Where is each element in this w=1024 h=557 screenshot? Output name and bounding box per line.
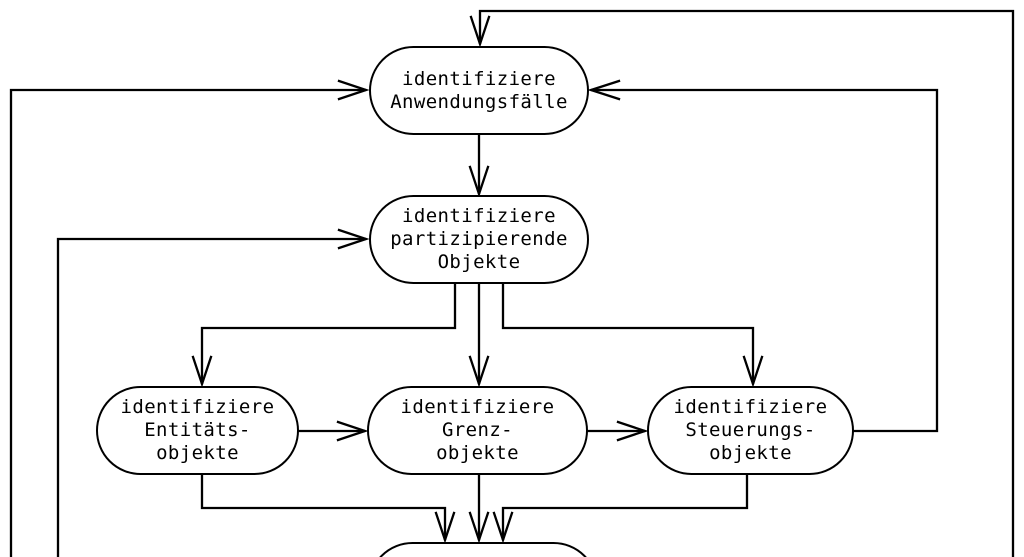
node-identifiziere-anwendungsfaelle: identifiziere Anwendungsfälle xyxy=(369,46,589,135)
node-label-line: objekte xyxy=(436,442,519,464)
node-label-line: Objekte xyxy=(437,251,521,273)
node-label-line: Entitäts- xyxy=(144,419,251,441)
arrowhead-right-icon xyxy=(336,420,369,442)
edge-steuerungs-to-bottom xyxy=(492,473,749,544)
node-bottom-cut-off xyxy=(368,542,598,557)
node-label-line: Anwendungsfälle xyxy=(390,90,568,113)
node-label-line: Grenz- xyxy=(441,419,514,441)
node-identifiziere-entitaetsobjekte: identifiziere Entitäts- objekte xyxy=(96,386,299,475)
edge-partizipierende-to-steuerungs xyxy=(501,282,764,388)
arrowhead-right-icon xyxy=(616,420,649,442)
edge-entitaets-to-grenz xyxy=(297,420,369,442)
arrowhead-down-icon xyxy=(469,15,491,48)
node-label-line: identifiziere xyxy=(673,396,828,418)
arrowhead-down-icon xyxy=(434,511,456,544)
arrowhead-right-icon xyxy=(337,79,370,101)
edge-partizipierende-to-entitaets xyxy=(191,282,457,388)
arrowhead-down-icon xyxy=(742,355,764,388)
edge-anwendungsfaelle-to-partizipierende xyxy=(468,133,490,198)
node-label-line: identifiziere xyxy=(120,396,275,418)
node-label-line: identifiziere xyxy=(400,396,555,418)
edge-entitaets-to-bottom xyxy=(200,473,456,544)
node-label-line: objekte xyxy=(156,442,239,464)
arrowhead-right-icon xyxy=(337,228,370,250)
arrowhead-down-icon xyxy=(468,511,490,544)
node-label-line: identifiziere xyxy=(402,67,556,90)
edge-grenz-to-steuerungs xyxy=(586,420,649,442)
edge-feedback-right-to-anwendungsfaelle-top xyxy=(469,9,1015,557)
node-label-line: identifiziere xyxy=(402,205,556,227)
edge-grenz-to-bottom xyxy=(468,473,490,544)
node-identifiziere-grenzobjekte: identifiziere Grenz- objekte xyxy=(367,386,588,475)
edge-feedback-left-to-partizipierende xyxy=(56,228,370,557)
arrowhead-left-icon xyxy=(587,79,621,101)
node-label-line: objekte xyxy=(709,442,792,464)
arrowhead-down-icon xyxy=(191,355,213,388)
edge-feedback-left-to-anwendungsfaelle xyxy=(9,79,370,557)
node-identifiziere-partizipierende-objekte: identifiziere partizipierende Objekte xyxy=(369,195,589,284)
edge-partizipierende-to-grenz xyxy=(468,282,490,388)
arrowhead-down-icon xyxy=(468,165,490,198)
node-label-line: Steuerungs- xyxy=(685,419,816,441)
node-label-line: partizipierende xyxy=(390,228,568,250)
arrowhead-down-icon xyxy=(468,355,490,388)
edge-steuerungs-to-anwendungsfaelle xyxy=(587,79,939,433)
node-identifiziere-steuerungsobjekte: identifiziere Steuerungs- objekte xyxy=(647,386,854,475)
arrowhead-down-icon xyxy=(492,511,514,544)
